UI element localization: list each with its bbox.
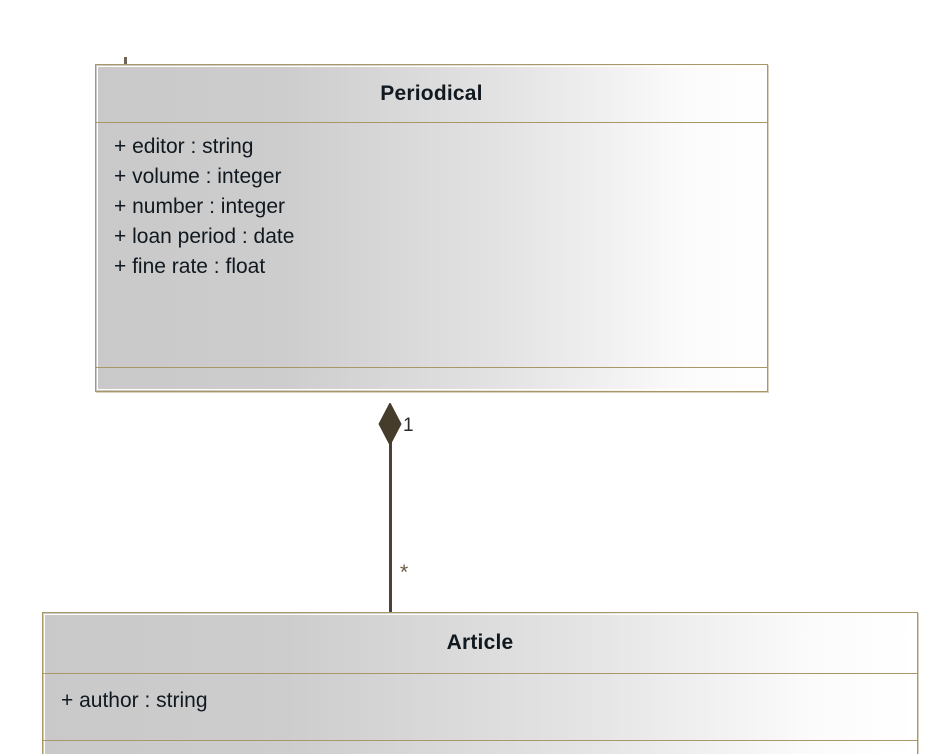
class-box-periodical[interactable]: Periodical + editor : string + volume : … <box>95 64 768 392</box>
association-line[interactable] <box>389 420 392 612</box>
class-name-article: Article <box>446 631 514 654</box>
attribute-row: + volume : integer <box>114 165 282 188</box>
multiplicity-source: 1 <box>403 415 414 436</box>
operations-compartment-article <box>43 740 917 754</box>
multiplicity-target: * <box>400 561 409 584</box>
attribute-row: + editor : string <box>114 135 254 158</box>
attribute-row: + fine rate : float <box>114 255 266 278</box>
incoming-connector-stub <box>124 57 127 67</box>
attributes-compartment-periodical: + editor : string + volume : integer + n… <box>96 122 767 367</box>
operations-compartment-periodical <box>96 367 767 385</box>
class-box-article[interactable]: Article + author : string <box>42 612 918 754</box>
class-name-periodical: Periodical <box>380 81 483 105</box>
attribute-row: + number : integer <box>114 195 286 218</box>
attribute-row: + author : string <box>61 689 208 712</box>
attribute-row: + loan period : date <box>114 225 295 248</box>
attributes-compartment-article: + author : string <box>43 673 917 740</box>
